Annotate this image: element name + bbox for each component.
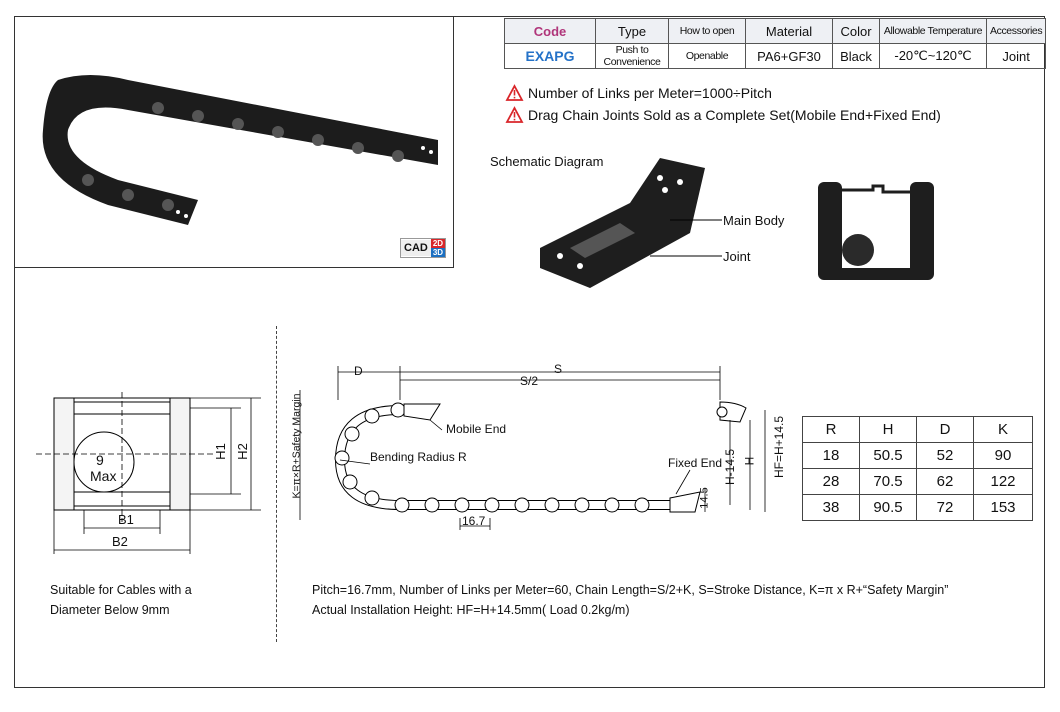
dim-b1: B1 xyxy=(118,512,134,527)
table-cell: 153 xyxy=(973,494,1033,521)
dim-hf: HF=H+14.5 xyxy=(772,415,787,479)
spec-acc: Joint xyxy=(985,43,1047,69)
note-item: Number of Links per Meter=1000÷Pitch xyxy=(505,82,941,104)
spec-table: Code Type How to open Material Color All… xyxy=(504,18,1047,69)
table-cell: 38 xyxy=(802,494,860,521)
table-row: R H D K xyxy=(802,416,1033,443)
table-cell: 70.5 xyxy=(859,468,917,495)
warning-icon xyxy=(505,84,524,101)
cable-note: Suitable for Cables with a Diameter Belo… xyxy=(50,580,192,620)
dim-h2: H2 xyxy=(234,443,250,460)
section-divider xyxy=(276,326,277,642)
spec-temp: -20℃~120℃ xyxy=(879,43,987,69)
mobile-end-label: Mobile End xyxy=(446,422,507,436)
product-photo xyxy=(42,75,439,225)
spec-open: Openable xyxy=(668,43,746,69)
notes: Number of Links per Meter=1000÷Pitch Dra… xyxy=(505,82,941,126)
radius-table: R H D K 18 50.5 52 90 28 70.5 62 122 38 … xyxy=(802,416,1033,521)
safety-margin-label: K=π×R+Safety Margin xyxy=(290,393,303,499)
table-cell: 122 xyxy=(973,468,1033,495)
page-frame xyxy=(14,16,1045,688)
spec-header-temp: Allowable Temperature xyxy=(879,18,987,44)
spec-header-type: Type xyxy=(595,18,669,44)
note-item: Drag Chain Joints Sold as a Complete Set… xyxy=(505,104,941,126)
spec-header-color: Color xyxy=(832,18,880,44)
spec-type: Push to Convenience xyxy=(595,43,669,69)
table-cell: 18 xyxy=(802,442,860,469)
warning-icon xyxy=(505,106,524,123)
schematic-joint-label: Joint xyxy=(723,249,751,264)
spec-header-code: Code xyxy=(504,18,596,44)
table-cell: 28 xyxy=(802,468,860,495)
table-row: 38 90.5 72 153 xyxy=(802,494,1033,521)
pitch-dimension: 16.7 xyxy=(462,514,486,528)
schematic-link-image xyxy=(540,158,722,288)
table-cell: 62 xyxy=(916,468,974,495)
cable-note-line: Suitable for Cables with a xyxy=(50,583,192,597)
cross-section-drawing xyxy=(36,392,261,554)
spec-header-open: How to open xyxy=(668,18,746,44)
table-cell: 72 xyxy=(916,494,974,521)
spec-code: EXAPG xyxy=(504,43,596,69)
fixed-end-label: Fixed End xyxy=(668,456,723,470)
product-photo-box xyxy=(14,16,454,268)
cable-note-line: Diameter Below 9mm xyxy=(50,603,170,617)
cable-diameter-max: Max xyxy=(90,468,117,484)
note-text: Number of Links per Meter=1000÷Pitch xyxy=(528,85,772,101)
end-view-image xyxy=(818,182,934,280)
radius-table-header: K xyxy=(973,416,1033,443)
spec-header-material: Material xyxy=(745,18,833,44)
cable-diameter-value: 9 xyxy=(96,452,104,468)
schematic-main-body-label: Main Body xyxy=(723,213,785,228)
spec-header-acc: Accessories xyxy=(985,18,1047,44)
table-cell: 90.5 xyxy=(859,494,917,521)
dim-14-5: 14.5 xyxy=(698,487,711,509)
dim-h: H xyxy=(742,456,757,466)
pitch-note: Pitch=16.7mm, Number of Links per Meter=… xyxy=(312,580,948,620)
dim-d: D xyxy=(354,364,363,378)
radius-table-header: D xyxy=(916,416,974,443)
note-text: Drag Chain Joints Sold as a Complete Set… xyxy=(528,107,941,123)
table-cell: 52 xyxy=(916,442,974,469)
cad-3d-label: 3D xyxy=(430,248,446,257)
dim-b2: B2 xyxy=(112,534,128,549)
pitch-note-line: Pitch=16.7mm, Number of Links per Meter=… xyxy=(312,583,949,597)
bending-radius-label: Bending Radius R xyxy=(370,450,467,464)
dim-s-half: S/2 xyxy=(520,374,539,388)
radius-table-header: H xyxy=(859,416,917,443)
table-cell: 50.5 xyxy=(859,442,917,469)
radius-table-header: R xyxy=(802,416,860,443)
spec-color: Black xyxy=(832,43,880,69)
cad-label: CAD xyxy=(401,240,431,256)
spec-material: PA6+GF30 xyxy=(745,43,833,69)
dim-s: S xyxy=(554,362,563,376)
table-row: 18 50.5 52 90 xyxy=(802,442,1033,469)
table-row: 28 70.5 62 122 xyxy=(802,468,1033,495)
pitch-note-line: Actual Installation Height: HF=H+14.5mm(… xyxy=(312,603,630,617)
dim-h1: H1 xyxy=(212,443,228,460)
chain-diagram xyxy=(299,366,766,530)
table-cell: 90 xyxy=(973,442,1033,469)
schematic-title: Schematic Diagram xyxy=(490,154,604,169)
cad-2d-label: 2D xyxy=(430,239,446,248)
dim-h-minus: H-14.5 xyxy=(723,448,738,486)
